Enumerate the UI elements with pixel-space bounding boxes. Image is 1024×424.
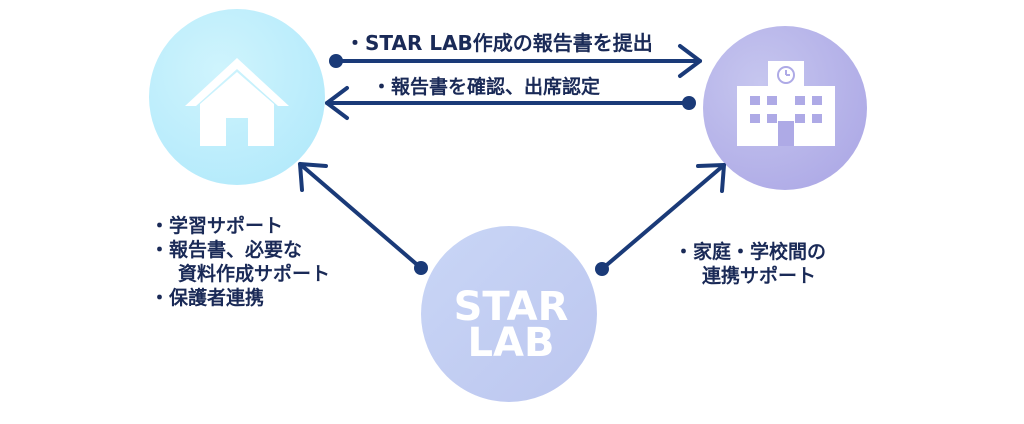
list-item: 連携サポート [702,265,817,287]
arrow-home-to-school [329,44,702,78]
school-support-list: ・家庭・学校間の 連携サポート [674,240,826,288]
home-node [149,9,325,185]
list-item: ・学習サポート [150,215,284,237]
list-item: ・家庭・学校間の [674,241,827,263]
arrow-school-to-home [325,86,696,120]
arrow-starlab-to-home [298,162,428,275]
arrow-starlab-to-school [595,163,726,276]
home-support-list: ・学習サポート ・報告書、必要な 資料作成サポート ・保護者連携 [150,214,330,310]
starlab-node: STAR LAB [421,226,597,402]
edge-label-report-confirm: ・報告書を確認、出席認定 [372,76,601,98]
starlab-circle [421,226,597,402]
starlab-title-line2: LAB [468,320,555,366]
school-node [703,26,867,190]
list-item: ・報告書、必要な [150,239,303,261]
list-item: ・保護者連携 [150,287,265,309]
starlab-title-line1: STAR [454,284,569,330]
school-building-icon [737,61,835,146]
house-icon [185,58,289,146]
list-item: 資料作成サポート [178,263,331,285]
edge-label-report-submit: ・STAR LAB作成の報告書を提出 [345,31,653,55]
